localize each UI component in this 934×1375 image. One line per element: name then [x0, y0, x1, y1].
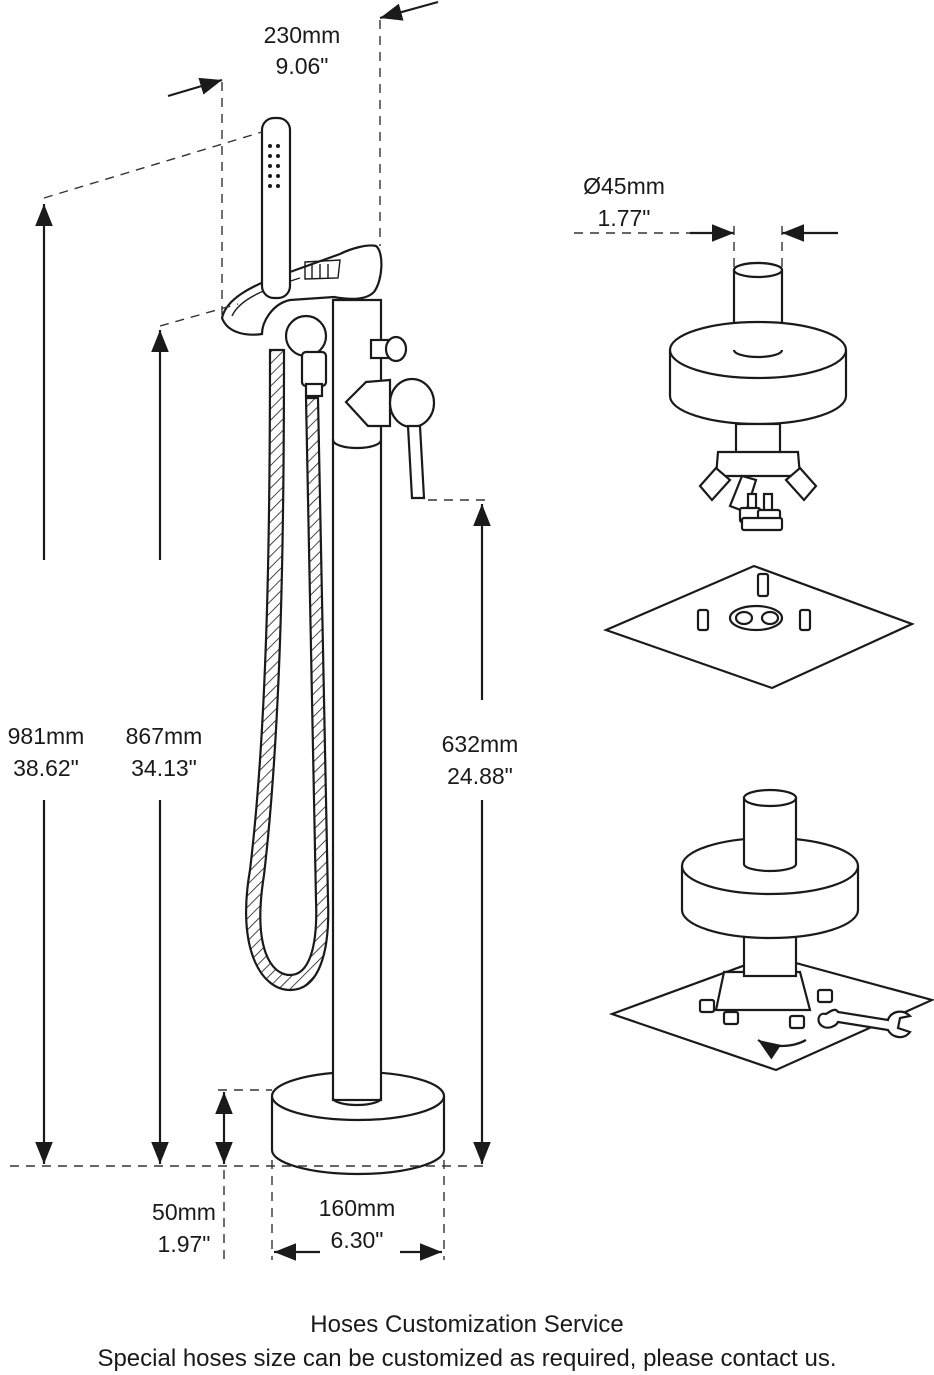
wrench-icon — [817, 1008, 913, 1039]
cover-disc-1 — [668, 320, 848, 426]
shower-nozzles — [268, 144, 280, 188]
vertical-pipe — [331, 438, 383, 1107]
base-diameter-in: 6.30" — [331, 1227, 384, 1253]
floor-plate — [602, 564, 915, 690]
pipe-diameter-mm: Ø45mm — [583, 173, 665, 199]
diverter-knob — [369, 335, 408, 363]
pipe-diameter-in: 1.77" — [598, 205, 651, 231]
installed-assembly — [608, 788, 934, 1072]
total-height-in: 38.62" — [13, 755, 79, 781]
top-width-in: 9.06" — [276, 53, 329, 79]
total-height-mm: 981mm — [8, 723, 85, 749]
footer-title: Hoses Customization Service — [310, 1311, 624, 1338]
mixer-handle — [344, 377, 436, 500]
freestanding-faucet — [220, 116, 446, 1176]
footer-note: Special hoses size can be customized as … — [97, 1345, 837, 1372]
pipe-diameter-detail: Ø45mm 1.77" — [574, 173, 848, 532]
handle-height-in: 24.88" — [447, 763, 513, 789]
shower-hose — [245, 348, 330, 992]
hose-connection — [284, 314, 328, 398]
spout-height-mm: 867mm — [126, 723, 203, 749]
spout-height-in: 34.13" — [131, 755, 197, 781]
base-height-mm: 50mm — [152, 1199, 216, 1225]
mounting-bracket — [698, 422, 818, 532]
base-height-in: 1.97" — [158, 1231, 211, 1257]
hand-shower — [260, 116, 292, 300]
top-width-mm: 230mm — [264, 22, 341, 48]
handle-height-mm: 632mm — [442, 731, 519, 757]
base-diameter-mm: 160mm — [319, 1195, 396, 1221]
dimension-lines — [10, 0, 491, 1261]
